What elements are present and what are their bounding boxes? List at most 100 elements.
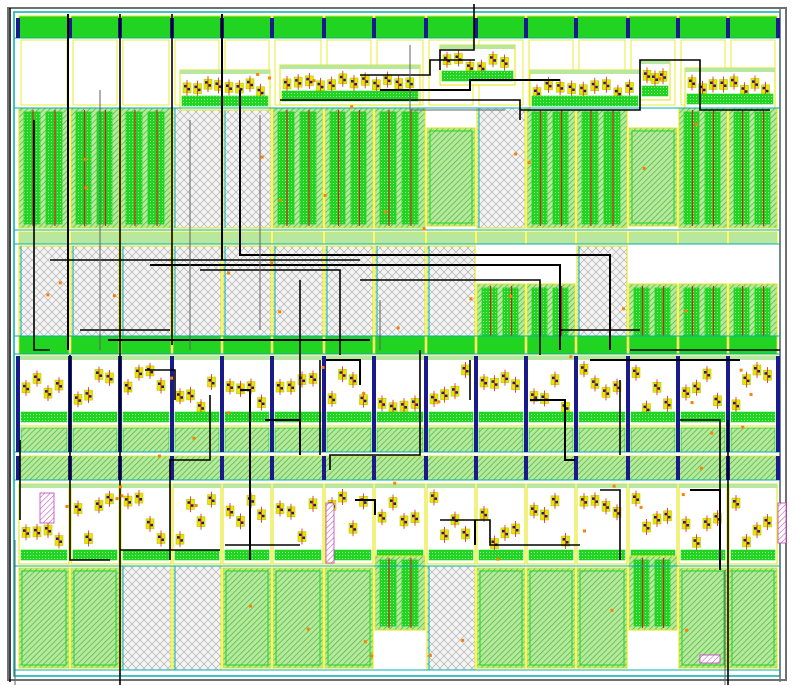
metal2-wire	[360, 59, 475, 76]
via-marker	[118, 485, 122, 489]
via-column	[16, 18, 20, 38]
diffusion-row	[20, 549, 68, 561]
cell-well	[678, 567, 728, 669]
contact	[745, 90, 748, 93]
contact	[277, 505, 280, 509]
via-marker	[610, 608, 614, 612]
upper-strip-cell	[728, 107, 778, 229]
contact	[629, 87, 633, 90]
contact	[26, 387, 29, 391]
cluster-top-diffusion	[324, 335, 374, 355]
contact	[534, 89, 537, 93]
diffusion-strip	[733, 287, 750, 343]
lower-rail-well	[120, 455, 172, 481]
contact	[376, 84, 380, 88]
contact	[664, 512, 667, 516]
cell-well	[222, 567, 272, 669]
contact	[287, 83, 290, 87]
contact	[128, 501, 131, 504]
diffusion-row	[578, 411, 626, 423]
cell-top-rail	[427, 484, 475, 488]
cluster-top-diffusion	[426, 335, 476, 355]
contact	[302, 536, 305, 540]
top-rail-cell	[222, 15, 272, 39]
bottom-hatch-cell	[476, 567, 526, 669]
bottom-strip-cell	[374, 555, 426, 631]
lower-transistor-cluster	[628, 483, 678, 565]
upper-strip-cell	[18, 107, 70, 229]
via-column	[372, 456, 376, 480]
upper-hatch-cell	[426, 127, 476, 227]
contact	[452, 388, 455, 391]
via-marker	[681, 493, 685, 497]
via-marker	[461, 638, 465, 642]
contact	[555, 500, 558, 504]
contact	[686, 523, 689, 527]
contact	[754, 527, 757, 530]
bottom-hatch-cell	[576, 567, 628, 669]
top-rail-cell	[120, 15, 172, 39]
cell-well	[272, 567, 324, 669]
cell-crosshatch	[18, 245, 70, 347]
via-marker	[514, 152, 518, 156]
diffusion-row	[224, 549, 270, 561]
metal2-wire	[520, 59, 770, 111]
contact	[490, 56, 493, 59]
top-rail-cell	[526, 15, 576, 39]
via-marker	[393, 481, 397, 485]
via-marker	[699, 466, 703, 470]
contact	[545, 514, 548, 518]
contact	[741, 87, 744, 90]
via-marker	[509, 294, 513, 298]
cluster-top-diffusion	[678, 335, 728, 355]
cell-top-rail	[71, 484, 119, 488]
diffusion-strip	[683, 287, 700, 343]
cell-top-rail	[375, 484, 425, 488]
contact	[34, 528, 37, 532]
via-marker	[642, 167, 646, 171]
cell-crosshatch	[172, 245, 222, 347]
cell-top-rail	[527, 484, 575, 488]
contact	[502, 374, 505, 378]
via-column	[474, 456, 478, 480]
contact	[208, 496, 211, 500]
lower-transistor-cluster	[374, 483, 426, 565]
contact	[431, 494, 434, 497]
via-column	[574, 428, 578, 452]
diffusion-strip	[654, 287, 671, 343]
middle-transistor-cluster	[628, 355, 678, 427]
diffusion-strip	[401, 559, 419, 627]
bottom-hatch-cell	[526, 567, 576, 669]
via-column	[524, 428, 528, 452]
cell-top-rail	[679, 356, 727, 360]
via-marker	[267, 76, 271, 80]
diffusion-outline	[21, 570, 67, 666]
contact	[516, 528, 519, 532]
contact	[227, 383, 230, 387]
contact	[219, 85, 222, 88]
middle-crosshatch-cell	[374, 245, 426, 347]
contact	[452, 516, 455, 520]
diffusion-row	[224, 411, 270, 423]
metal2-wire	[145, 369, 176, 400]
middle-transistor-cluster	[324, 355, 374, 427]
metal2-wire	[329, 350, 421, 470]
contact	[125, 498, 128, 501]
contact	[180, 396, 183, 399]
contact	[704, 520, 707, 523]
contact	[251, 386, 254, 390]
contact	[251, 500, 254, 503]
contact	[45, 527, 48, 530]
middle-crosshatch-cell	[120, 245, 172, 347]
cell-crosshatch	[476, 107, 526, 229]
contact	[237, 385, 240, 389]
contact	[343, 374, 346, 377]
contact	[580, 86, 583, 90]
via-marker	[741, 425, 745, 429]
via-marker	[83, 157, 87, 161]
top-rail-cell	[272, 15, 324, 39]
contact	[595, 85, 598, 89]
lower-transistor-cluster	[476, 483, 526, 565]
metal2-wire	[33, 120, 50, 351]
contact	[302, 379, 305, 383]
